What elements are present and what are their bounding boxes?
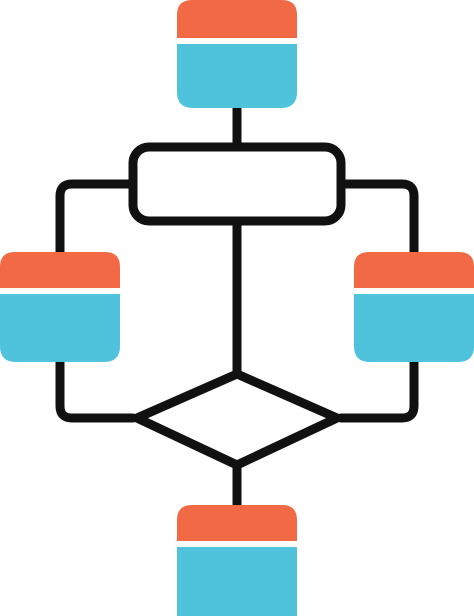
left-block-divider — [0, 288, 120, 294]
left-block-header — [0, 252, 120, 288]
connector-process-to-right — [336, 179, 419, 257]
connector-process-to-left — [55, 179, 138, 257]
connectors — [55, 103, 419, 510]
right-block-divider — [354, 288, 474, 294]
right-block-header — [354, 252, 474, 288]
top-block — [177, 0, 297, 108]
left-block — [0, 252, 120, 362]
bottom-block-body — [177, 547, 297, 616]
left-block-body — [0, 294, 120, 362]
top-block-body — [177, 44, 297, 108]
right-block — [354, 252, 474, 362]
connector-right-to-decision — [336, 357, 419, 423]
bottom-block-header — [177, 505, 297, 541]
bottom-block — [177, 505, 297, 616]
right-block-body — [354, 294, 474, 362]
bottom-block-divider — [177, 541, 297, 547]
top-block-divider — [177, 38, 297, 44]
connector-left-to-decision — [55, 357, 138, 423]
process-box — [128, 142, 346, 226]
top-block-header — [177, 0, 297, 38]
decision-diamond — [132, 369, 342, 470]
